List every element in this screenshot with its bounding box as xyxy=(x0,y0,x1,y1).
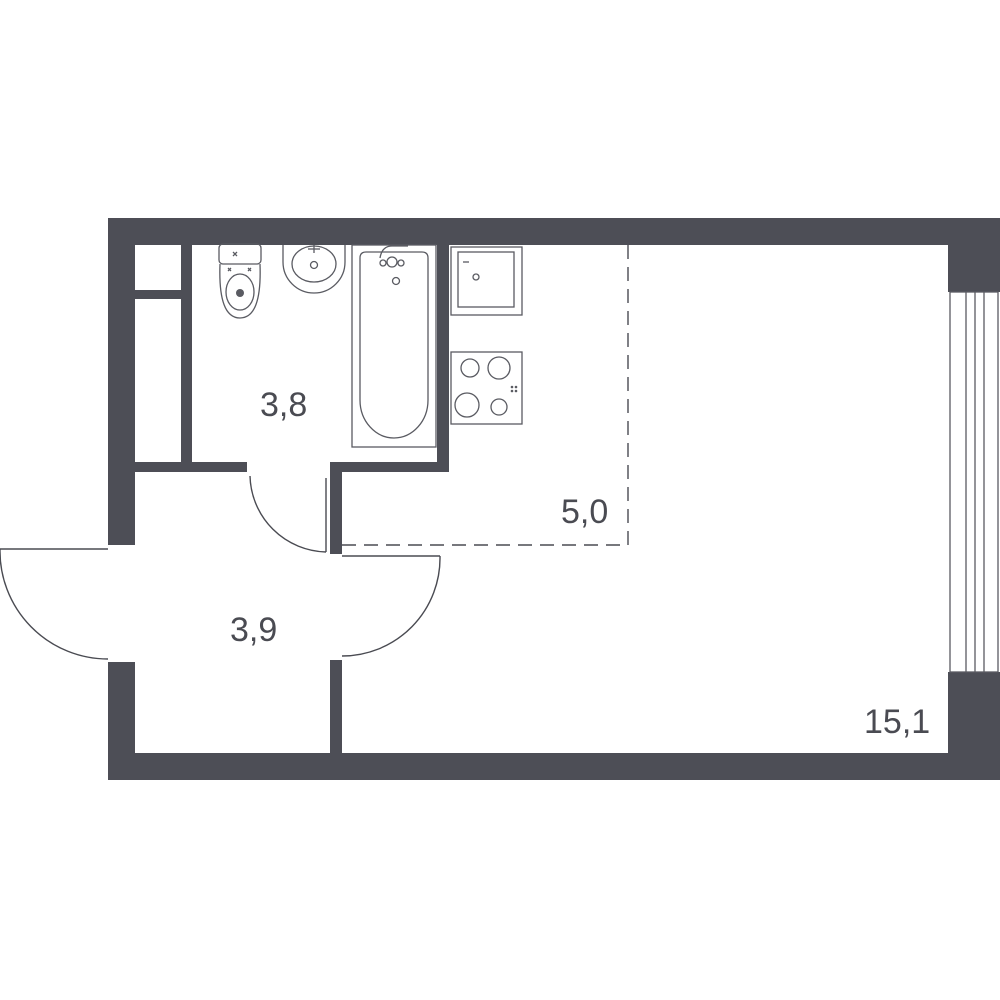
bathroom-door xyxy=(249,475,327,553)
living-door xyxy=(341,555,441,657)
window xyxy=(949,291,999,673)
wall-bottom xyxy=(108,753,1000,780)
wall-hall-top-right xyxy=(330,462,449,472)
bathtub-icon xyxy=(351,244,437,448)
sink-icon xyxy=(282,245,346,294)
kitchen-area-label: 5,0 xyxy=(561,493,608,531)
wall-left-lower xyxy=(108,662,135,780)
wall-bathroom-right xyxy=(437,245,449,472)
wall-top xyxy=(108,218,1000,245)
stove-icon xyxy=(450,351,523,425)
window-frame xyxy=(949,291,999,673)
wall-right-upper xyxy=(948,218,1000,292)
toilet-icon xyxy=(218,243,262,319)
wall-hall-top-left xyxy=(135,462,247,472)
bathroom-area-label: 3,8 xyxy=(260,386,307,424)
hall-area-label: 3,9 xyxy=(230,611,277,649)
entrance-door xyxy=(0,548,109,660)
wall-left-upper xyxy=(108,218,135,545)
kitchen-zone-boundary xyxy=(342,245,629,546)
kitchen-sink-icon xyxy=(450,246,523,316)
walls xyxy=(108,218,1000,780)
living-area-label: 15,1 xyxy=(864,703,930,741)
wall-closet-partition xyxy=(181,245,192,470)
wall-hall-right-upper xyxy=(330,462,342,554)
wall-hall-right-lower xyxy=(330,660,342,756)
wall-closet-shelf xyxy=(135,290,181,299)
